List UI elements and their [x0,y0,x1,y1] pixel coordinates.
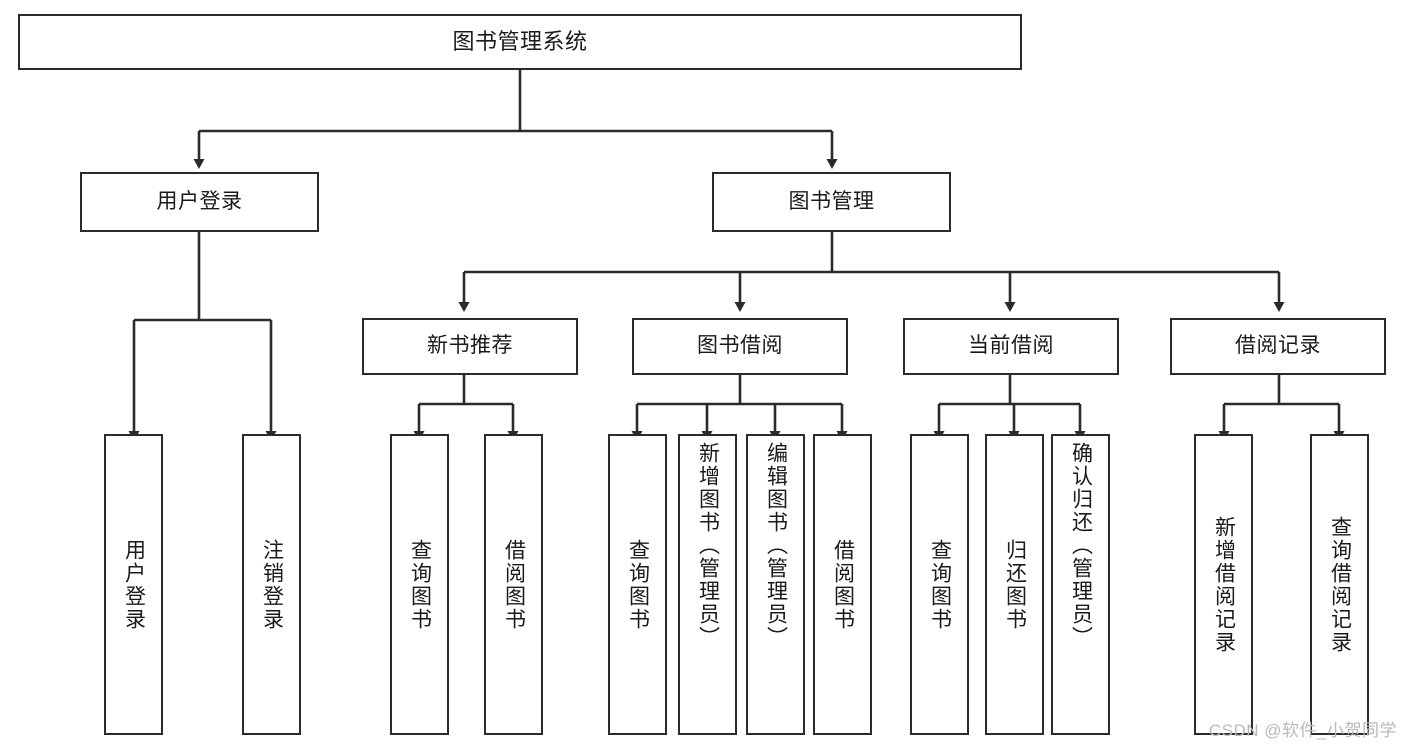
node-book-management[interactable]: 图书管理 [712,172,951,232]
node-label: 用户登录 [122,538,146,631]
node-label: 查询图书 [626,538,650,631]
leaf-query-book-current[interactable]: 查询图书 [910,434,969,735]
node-label: 图书管理系统 [452,29,588,55]
node-current-borrow[interactable]: 当前借阅 [903,318,1119,375]
node-label: 注销登录 [260,538,284,631]
node-label: 借阅记录 [1235,334,1321,358]
leaf-query-book-borrow[interactable]: 查询图书 [608,434,667,735]
node-label: 新书推荐 [427,334,513,358]
node-user-login[interactable]: 用户登录 [80,172,319,232]
node-label: 借阅图书 [502,538,526,631]
watermark-text: CSDN @软件_小贺同学 [1208,721,1397,740]
node-label: 新增借阅记录 [1212,515,1236,654]
node-label: 确认归还（管理员） [1069,442,1093,649]
node-label: 查询借阅记录 [1328,515,1352,654]
node-borrow-record[interactable]: 借阅记录 [1170,318,1386,375]
leaf-query-borrow-record[interactable]: 查询借阅记录 [1310,434,1369,735]
leaf-user-login[interactable]: 用户登录 [104,434,163,735]
leaf-edit-book-admin[interactable]: 编辑图书（管理员） [746,434,805,735]
node-label: 借阅图书 [831,538,855,631]
node-new-book-recommend[interactable]: 新书推荐 [362,318,578,375]
node-label: 查询图书 [928,538,952,631]
leaf-add-borrow-record[interactable]: 新增借阅记录 [1194,434,1253,735]
leaf-borrow-book[interactable]: 借阅图书 [813,434,872,735]
node-label: 编辑图书（管理员） [764,442,788,649]
node-label: 当前借阅 [968,334,1054,358]
node-label: 用户登录 [156,189,243,213]
node-label: 查询图书 [408,538,432,631]
node-label: 图书管理 [788,189,875,213]
node-label: 归还图书 [1003,538,1027,631]
node-root-book-management-system[interactable]: 图书管理系统 [18,14,1022,70]
node-label: 图书借阅 [697,334,783,358]
leaf-query-book-new[interactable]: 查询图书 [390,434,449,735]
leaf-confirm-return-admin[interactable]: 确认归还（管理员） [1051,434,1110,735]
leaf-borrow-book-new[interactable]: 借阅图书 [484,434,543,735]
leaf-return-book[interactable]: 归还图书 [985,434,1044,735]
node-label: 新增图书（管理员） [696,442,720,649]
leaf-logout[interactable]: 注销登录 [242,434,301,735]
node-book-borrow[interactable]: 图书借阅 [632,318,848,375]
leaf-add-book-admin[interactable]: 新增图书（管理员） [678,434,737,735]
